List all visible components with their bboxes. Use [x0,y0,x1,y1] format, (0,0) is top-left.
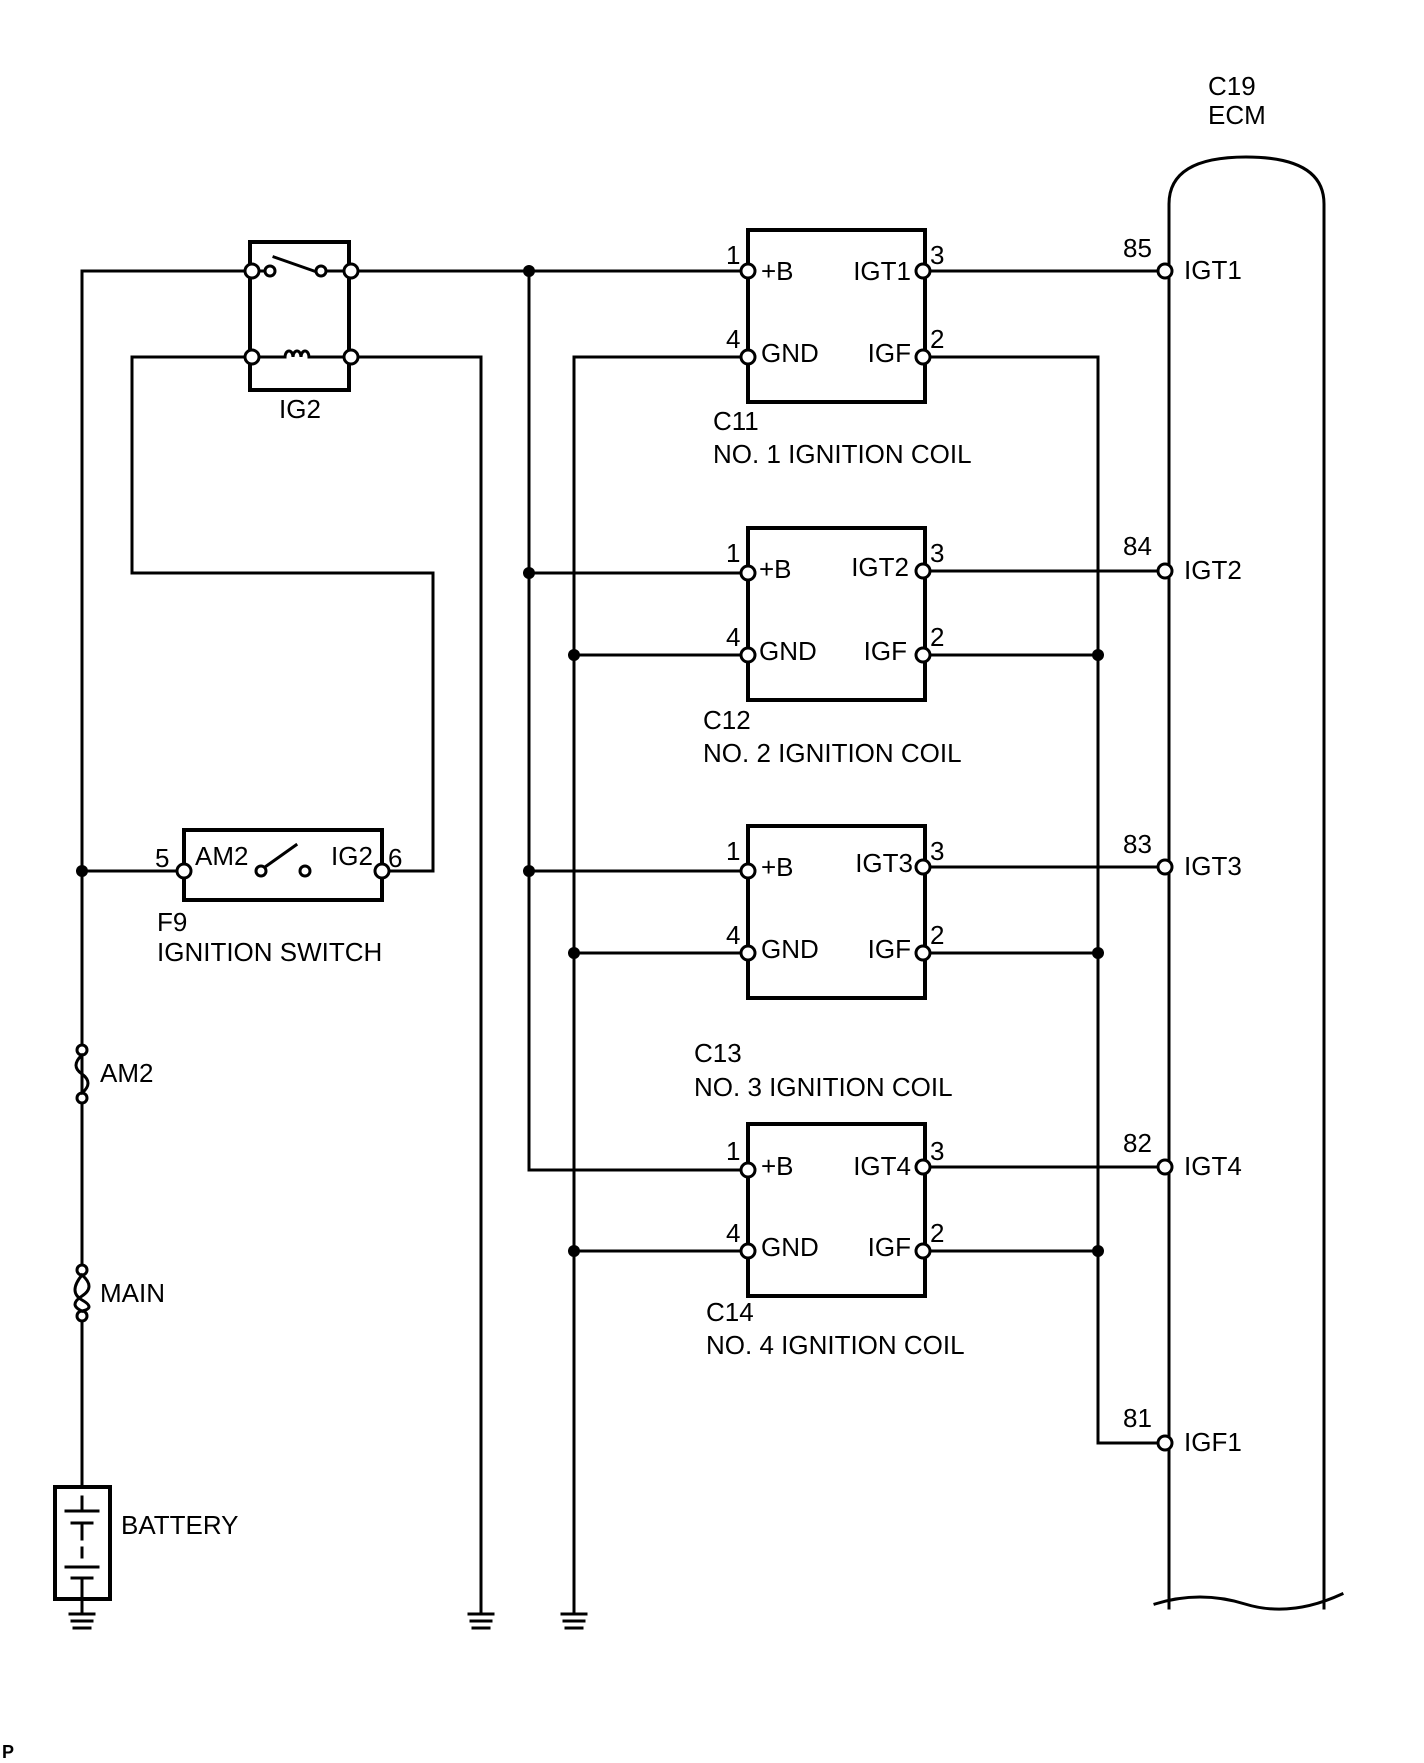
coil-1-pin-gnd: 4 [726,324,740,354]
coil-1-code: C11 [713,406,759,436]
coil-1-pin-igt: 3 [930,240,944,270]
ignition-coil-4: 1 4 3 2 +B GND IGT4 IGF C14 NO. 4 IGNITI… [706,1122,965,1360]
fuse-main: MAIN [73,1263,165,1323]
splice-dots [76,265,1104,1257]
coil-2-term-b: +B [759,554,792,584]
ignition-coil-3: 1 4 3 2 +B GND IGT3 IGF C13 NO. 3 IGNITI… [694,824,953,1102]
relay-label: IG2 [279,394,321,424]
coil-2-pin-igt: 3 [930,538,944,568]
switch-term-left: AM2 [195,841,248,871]
ecm-pin-igt3-num: 83 [1123,829,1152,859]
ecm-outline [1167,155,1326,1610]
ig2-relay: IG2 [243,240,360,424]
battery: BATTERY [53,1485,239,1601]
corner-mark: P [2,1742,14,1762]
ignition-switch: 5 6 AM2 IG2 F9 IGNITION SWITCH [155,828,402,967]
coil-4-pin-b: 1 [726,1136,740,1166]
switch-term-right: IG2 [331,841,373,871]
coil-1-term-b: +B [761,256,794,286]
coil-2-pin-gnd: 4 [726,622,740,652]
coil-4-name: NO. 4 IGNITION COIL [706,1330,965,1360]
wire-relay-coil-to-switch [130,355,435,873]
fuse-am2-icon [74,1052,90,1096]
coil-3-pin-gnd: 4 [726,920,740,950]
ecm-pin-igt1: 85 IGT1 [1123,233,1242,285]
ecm-pin-igt1-name: IGT1 [1184,255,1242,285]
switch-code: F9 [157,907,187,937]
ecm-pin-igt1-num: 85 [1123,233,1152,263]
coil-3-code: C13 [694,1038,742,1068]
battery-icon [64,1495,100,1601]
coil-3-pin-igf: 2 [930,920,944,950]
coil-4-pin-igt: 3 [930,1136,944,1166]
ecm-code: C19 [1208,71,1256,101]
fuse-am2: AM2 [74,1043,153,1105]
coil-2-code: C12 [703,705,751,735]
coil-1-pin-igf: 2 [930,324,944,354]
ecm-name: ECM [1208,100,1266,130]
coil-3-name: NO. 3 IGNITION COIL [694,1072,953,1102]
ecm-pin-igt2-name: IGT2 [1184,555,1242,585]
ground-icon-battery [68,1597,96,1630]
coil-3-term-igf: IGF [868,934,911,964]
coil-1-name: NO. 1 IGNITION COIL [713,439,972,469]
ecm-pin-igf1: 81 IGF1 [1123,1403,1242,1457]
fuse-am2-label: AM2 [100,1058,153,1088]
switch-name: IGNITION SWITCH [157,937,382,967]
ground-icon-gnd-bus [560,1608,588,1630]
coil-4-term-b: +B [761,1151,794,1181]
coil-2-pin-b: 1 [726,538,740,568]
coil-3-term-igt: IGT3 [855,848,913,878]
ecm-pin-igf1-num: 81 [1123,1403,1152,1433]
coil-3-term-b: +B [761,852,794,882]
switch-pin-left: 5 [155,843,169,873]
coil-4-term-igf: IGF [868,1232,911,1262]
battery-label: BATTERY [121,1510,239,1540]
ecm-pin-igt3-name: IGT3 [1184,851,1242,881]
ecm-pin-igt2-num: 84 [1123,531,1152,561]
ecm-pin-igt4-name: IGT4 [1184,1151,1242,1181]
coil-3-term-gnd: GND [761,934,819,964]
ecm-break-line [1153,1592,1344,1611]
switch-lever-icon [262,842,299,870]
coil-4-term-igt: IGT4 [853,1151,911,1181]
ecm-pin-igt4-num: 82 [1123,1128,1152,1158]
wire-igf-bus [921,355,1167,1445]
ecm-pin-igt4: 82 IGT4 [1123,1128,1242,1181]
ground-icon-relay [467,1608,495,1630]
ecm-pin-igf1-name: IGF1 [1184,1427,1242,1457]
coil-4-term-gnd: GND [761,1232,819,1262]
coil-2-term-igf: IGF [864,636,907,666]
coil-2-term-igt: IGT2 [851,552,909,582]
fuse-main-icon [73,1272,91,1313]
coil-3-pin-igt: 3 [930,836,944,866]
coil-4-pin-igf: 2 [930,1218,944,1248]
coil-2-name: NO. 2 IGNITION COIL [703,738,962,768]
ignition-coil-1: 1 4 3 2 +B GND IGT1 IGF C11 NO. 1 IGNITI… [713,228,972,469]
switch-pin-right: 6 [388,843,402,873]
coil-3-pin-b: 1 [726,836,740,866]
coil-1-term-gnd: GND [761,338,819,368]
wire-relay-coil-ground [349,355,483,1612]
coil-4-pin-gnd: 4 [726,1218,740,1248]
ignition-coil-2: 1 4 3 2 +B GND IGT2 IGF C12 NO. 2 IGNITI… [703,526,962,768]
relay-coil-icon [283,349,311,359]
coil-1-term-igt: IGT1 [853,256,911,286]
fuse-main-label: MAIN [100,1278,165,1308]
coil-1-term-igf: IGF [868,338,911,368]
coil-2-term-gnd: GND [759,636,817,666]
coil-1-pin-b: 1 [726,240,740,270]
ecm-pin-igt3: 83 IGT3 [1123,829,1242,881]
coil-2-pin-igf: 2 [930,622,944,652]
coil-4-code: C14 [706,1297,754,1327]
ecm-pin-igt2: 84 IGT2 [1123,531,1242,585]
